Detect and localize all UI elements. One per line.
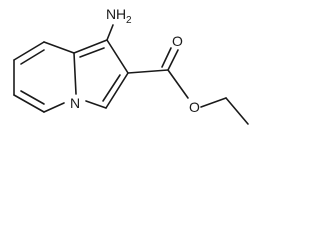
bond-ester-o-ch2 (200, 97, 227, 108)
bond-carbonyl-o-1 (167, 49, 179, 71)
bond-c2-c3 (105, 72, 129, 109)
bond-c8a-c1 (73, 39, 108, 54)
bond-c5-n4 (43, 102, 65, 113)
bond-n4-c8a (73, 52, 77, 95)
amino-hydrogen-label: H (116, 6, 126, 22)
bond-double-c2-c3 (102, 74, 121, 102)
bond-double-c6-c5 (20, 90, 45, 105)
bond-c1-c2 (106, 39, 129, 74)
carbonyl-oxygen-label: O (172, 33, 183, 49)
bond-c1-amino (106, 24, 114, 41)
bond-c2-carbonyl (127, 69, 169, 74)
bond-ch2-ch3 (225, 97, 249, 125)
ester-oxygen-label: O (189, 99, 200, 115)
bond-c8-c7 (13, 41, 45, 61)
pyrrole-ring (73, 39, 129, 109)
bond-c8a-c8 (43, 41, 75, 54)
amino-nitrogen-label: N (106, 6, 116, 22)
bond-double-c8-c7 (20, 49, 45, 65)
bond-carbonyl-o-2 (161, 47, 172, 68)
bond-c6-c5 (13, 94, 45, 113)
ester-group (127, 47, 249, 125)
bond-double-c8a-c1 (79, 47, 105, 58)
molecule-canvas: N H 2 N O O (13, 6, 249, 125)
bond-c3-n4 (85, 100, 107, 109)
amino-hydrogen-count: 2 (126, 15, 132, 26)
structure-diagram: N H 2 N O O (13, 6, 249, 125)
ring-nitrogen-label: N (70, 95, 80, 111)
bond-carbonyl-ester-o (167, 69, 189, 99)
pyridine-ring (13, 41, 77, 113)
